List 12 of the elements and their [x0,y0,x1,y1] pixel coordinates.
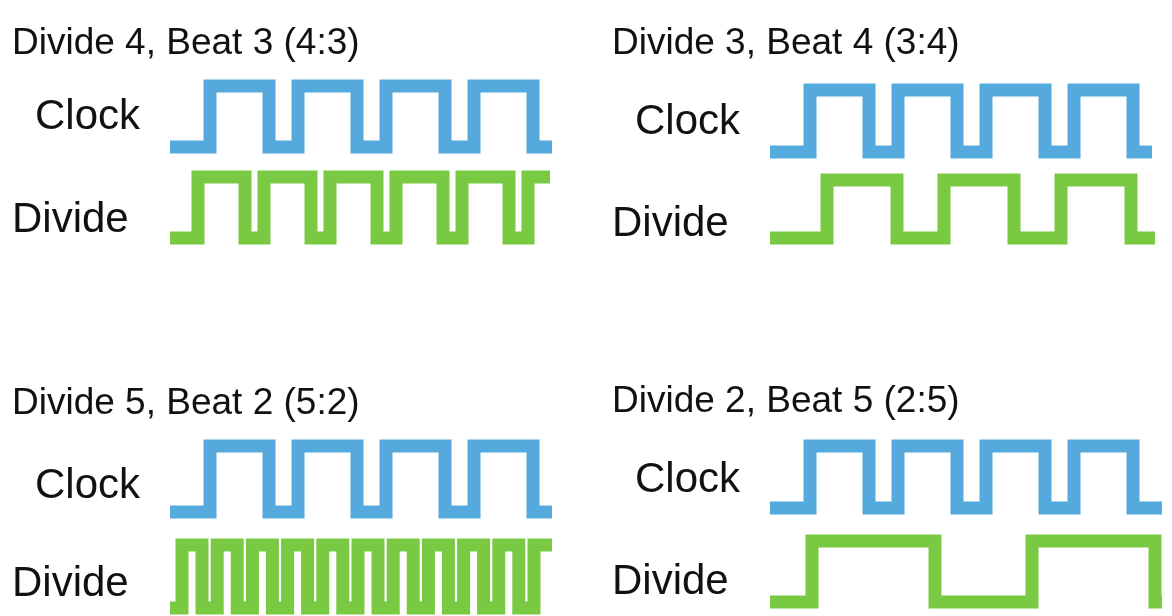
signal-label: Clock [35,459,141,509]
signal-label: Divide [12,193,129,243]
signal-label: Clock [635,95,741,145]
panel-title: Divide 5, Beat 2 (5:2) [12,380,360,424]
signal-label: Divide [12,557,129,607]
signal-label: Divide [612,555,729,605]
panel-title: Divide 3, Beat 4 (3:4) [612,20,960,64]
panel-title: Divide 4, Beat 3 (4:3) [12,20,360,64]
signal-label: Divide [612,197,729,247]
signal-label: Clock [35,90,141,140]
signal-label: Clock [635,453,741,503]
panel-title: Divide 2, Beat 5 (2:5) [612,378,960,422]
